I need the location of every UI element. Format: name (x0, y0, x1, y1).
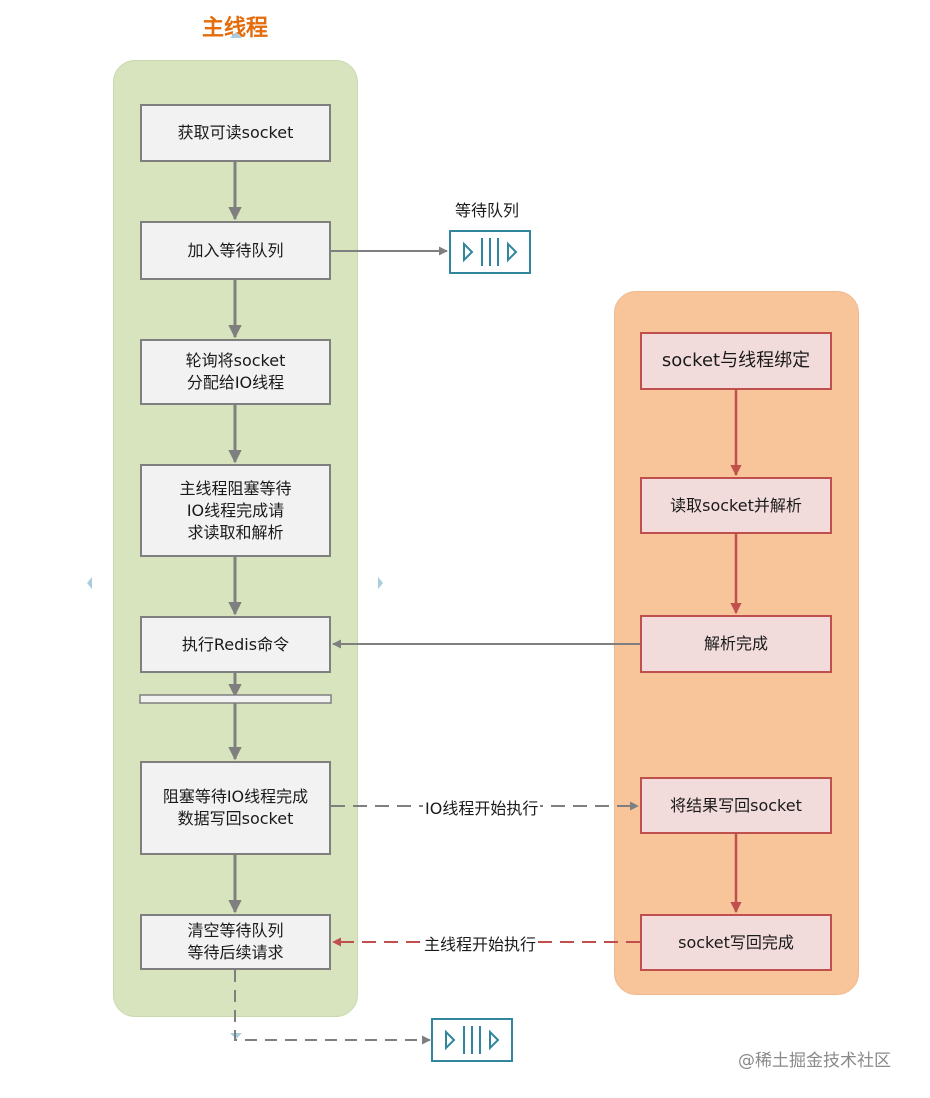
step-clear-wait-queue: 清空等待队列 等待后续请求 (140, 914, 331, 970)
step-poll-assign-io-thread: 轮询将socket 分配给IO线程 (140, 339, 331, 405)
io-step-parse-done: 解析完成 (640, 615, 832, 673)
right-handle-icon (378, 577, 383, 589)
queue-icon-bottom (431, 1018, 513, 1062)
left-handle-icon (87, 577, 92, 589)
watermark: @稀土掘金技术社区 (738, 1051, 891, 1071)
top-handle-icon (230, 32, 242, 38)
step-get-readable-socket: 获取可读socket (140, 104, 331, 162)
io-step-read-parse-socket: 读取socket并解析 (640, 477, 832, 534)
io-step-socket-write-done: socket写回完成 (640, 914, 832, 971)
main-thread-start-label: 主线程开始执行 (422, 931, 539, 955)
step-block-wait-write-back: 阻塞等待IO线程完成 数据写回socket (140, 761, 331, 855)
queue-icon-top (449, 230, 531, 274)
step-execute-redis-command: 执行Redis命令 (140, 616, 331, 673)
io-step-write-result-socket: 将结果写回socket (640, 777, 832, 834)
wait-queue-label: 等待队列 (455, 201, 520, 220)
divider-box (139, 694, 332, 704)
step-add-to-wait-queue: 加入等待队列 (140, 221, 331, 280)
io-thread-start-label: IO线程开始执行 (423, 795, 541, 819)
arrow-clear-queue-dashed (234, 970, 431, 1045)
step-main-thread-block-wait-read: 主线程阻塞等待 IO线程完成请 求读取和解析 (140, 464, 331, 557)
io-step-bind-socket-thread: socket与线程绑定 (640, 332, 832, 390)
